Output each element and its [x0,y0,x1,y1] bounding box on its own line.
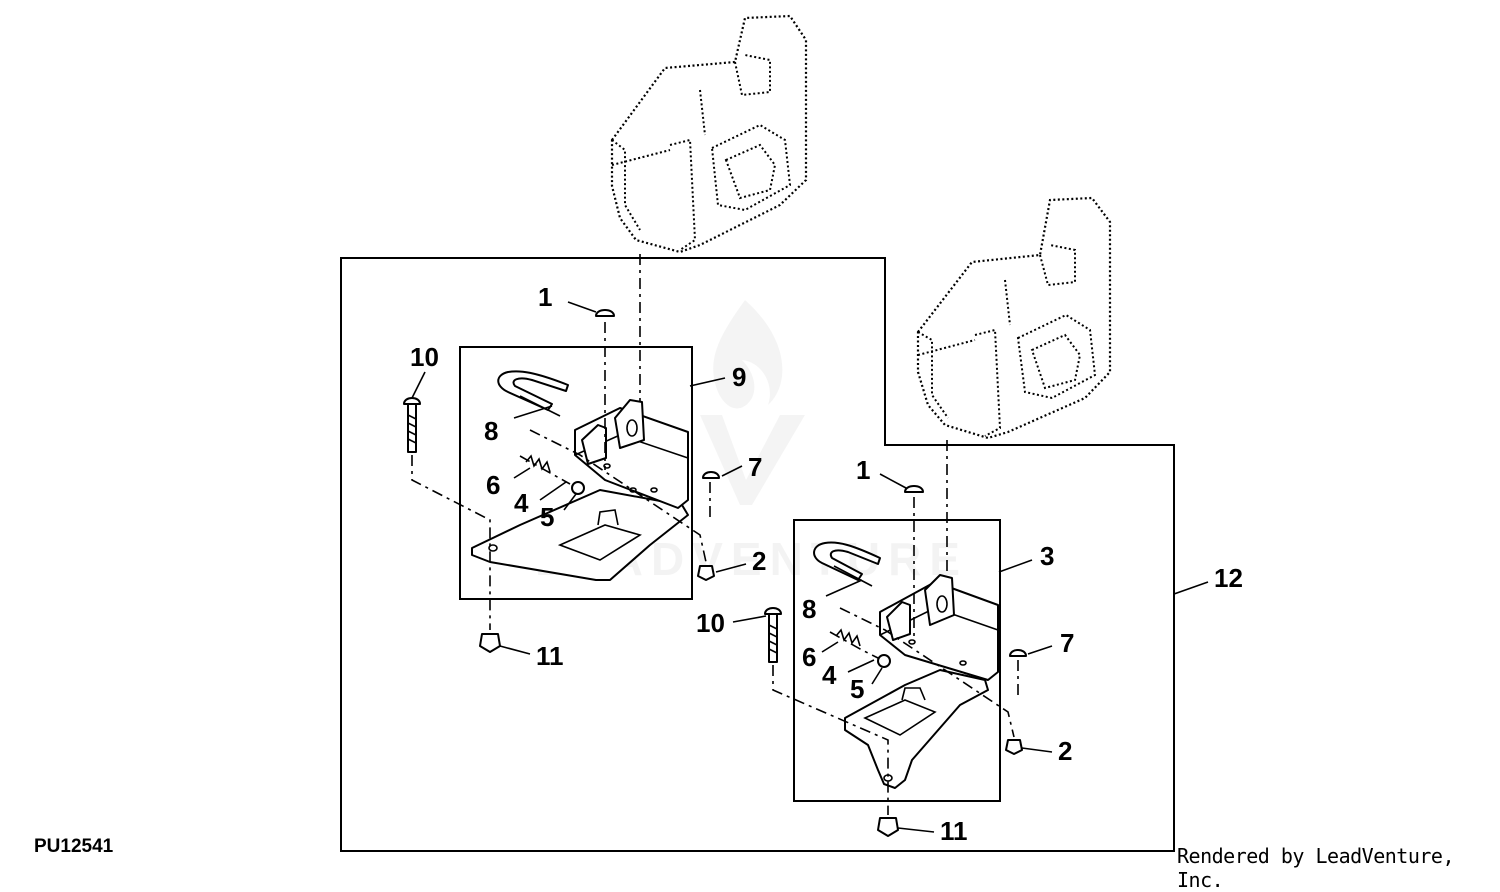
callout-right-8: 8 [802,594,816,624]
callout-right-3: 3 [1040,541,1054,571]
watermark-logo [700,300,805,505]
callout-left-8: 8 [484,416,498,446]
callout-left-11: 11 [536,641,564,671]
callout-right-1: 1 [856,455,870,485]
callout-right-2: 2 [1058,736,1072,766]
callout-left-5: 5 [540,502,554,532]
callout-left-2: 2 [752,546,766,576]
callout-left-4: 4 [514,488,529,518]
callouts: 1 10 9 8 7 6 4 5 2 11 1 3 12 8 10 7 6 4 … [410,282,1243,846]
callout-right-12: 12 [1214,563,1243,593]
bracket-assembly-left [403,309,720,653]
weight-phantom-left [610,14,808,254]
callout-right-7: 7 [1060,628,1074,658]
bracket-assembly-right [764,485,1027,837]
render-credit: Rendered by LeadVenture, Inc. [1177,844,1454,892]
assembly-boundary [340,257,1175,852]
callout-right-4: 4 [822,660,837,690]
callout-right-11: 11 [940,816,968,846]
callout-right-5: 5 [850,674,864,704]
callout-right-6: 6 [802,642,816,672]
callout-right-10: 10 [696,608,725,638]
callout-left-9: 9 [732,362,746,392]
kit-frame-right [793,519,1001,802]
callout-left-6: 6 [486,470,500,500]
weight-phantom-right [916,196,1112,440]
callout-left-10: 10 [410,342,439,372]
figure-id: PU12541 [34,836,114,857]
kit-frame-left [459,346,693,600]
callout-left-7: 7 [748,452,762,482]
callout-left-1: 1 [538,282,552,312]
leader-lines [411,301,1209,833]
